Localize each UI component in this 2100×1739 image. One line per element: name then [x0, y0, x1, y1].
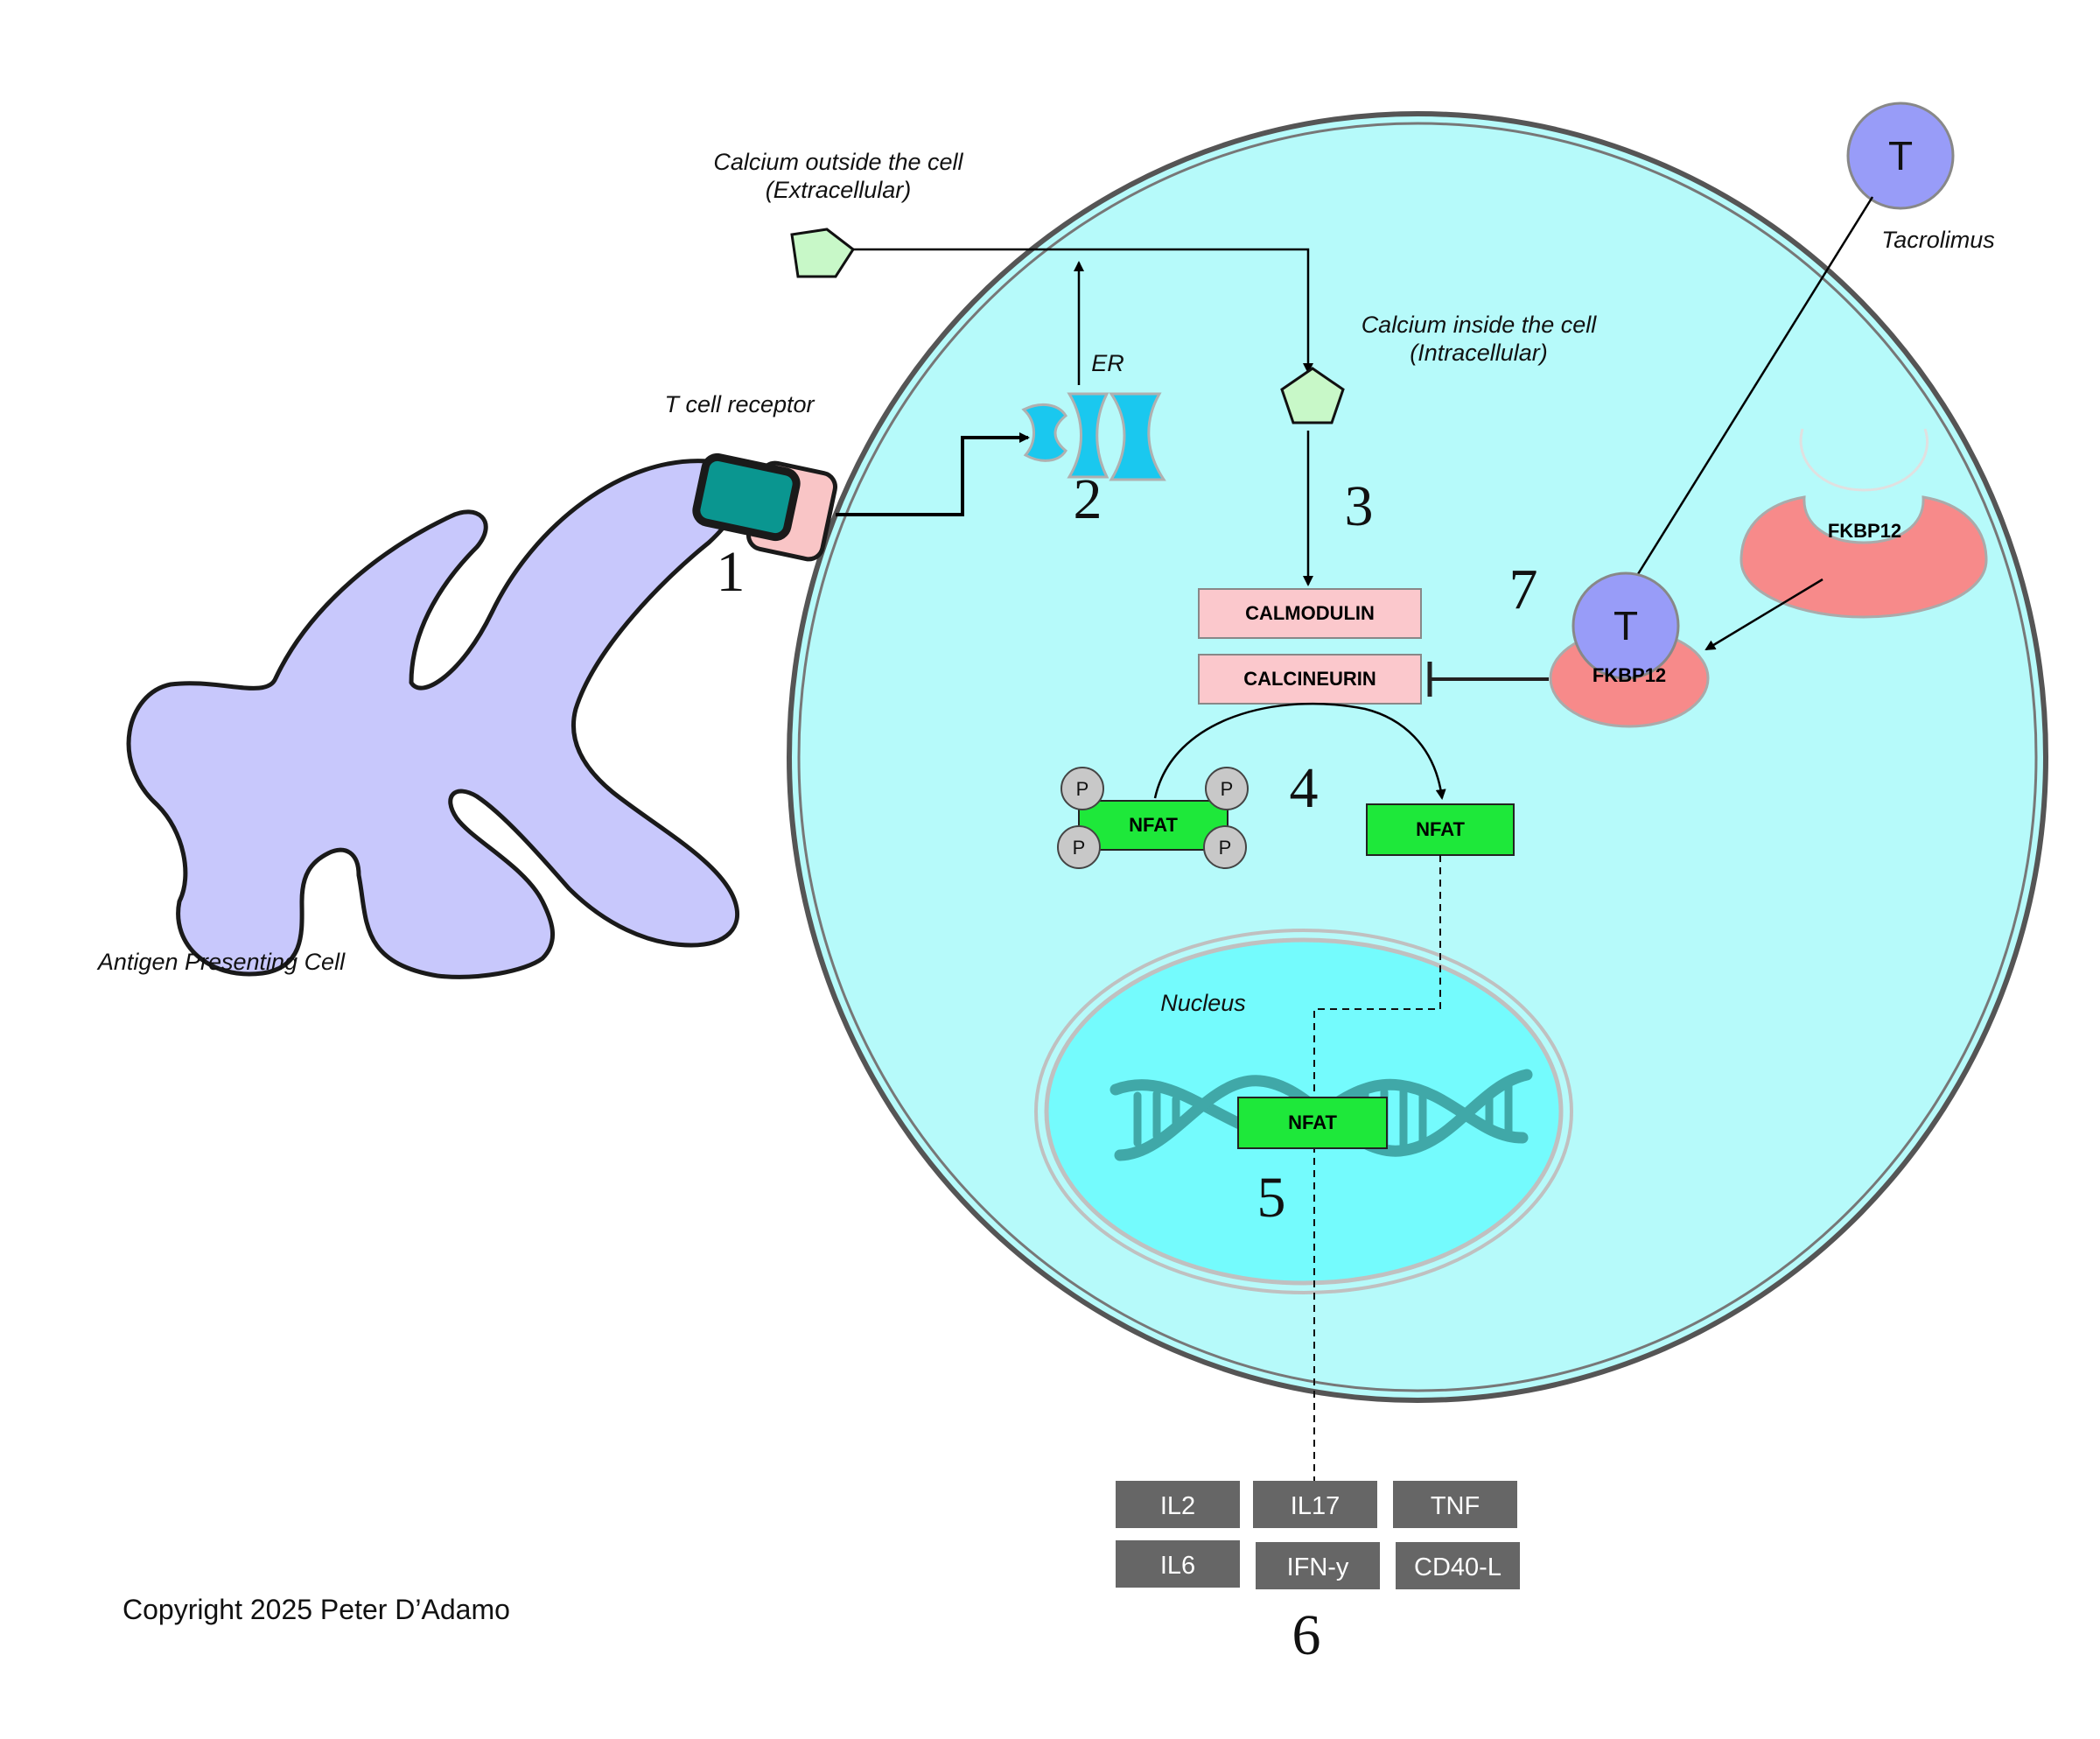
cytokine-box-il17 [1253, 1481, 1377, 1528]
nfat-phosphorylated-group: NFAT P P P P [1057, 767, 1249, 869]
nfat-phosphorylated-box [1078, 800, 1228, 851]
phosphate-bottom-right [1203, 825, 1247, 869]
cytokine-label: CD40-L [1414, 1553, 1502, 1581]
cytokine-label: IFN-y [1287, 1553, 1349, 1581]
tacrolimus-bound [1572, 571, 1680, 680]
arrow-fkbp12-binding [1704, 578, 1824, 651]
cytokine-label: IL2 [1160, 1492, 1195, 1520]
step-number-3: 3 [1345, 474, 1374, 538]
fkbp12-free-shape [1740, 495, 1988, 619]
arrow-dephosphorylation [1153, 702, 1446, 800]
nfat-nucleus-box [1237, 1097, 1388, 1149]
cytokine-box-cd40l [1396, 1542, 1520, 1589]
calcineurin-label: CALCINEURIN [1243, 668, 1376, 690]
calcium-outside-label-line1: Calcium outside the cell [713, 149, 963, 175]
er-middle-lobe [1067, 392, 1110, 479]
nfat-active-box [1366, 803, 1515, 856]
cytokine-label: IL6 [1160, 1552, 1195, 1580]
copyright-text: Copyright 2025 Peter D’Adamo [122, 1594, 510, 1625]
nfat-translocation-path [1313, 855, 1441, 1488]
receptor-teal-subunit [692, 452, 801, 542]
calmodulin-label: CALMODULIN [1245, 602, 1375, 624]
nucleus-label: Nucleus [1160, 990, 1246, 1016]
cytokine-box-il6 [1116, 1540, 1240, 1588]
cytokine-box-il2 [1116, 1481, 1240, 1528]
cytokine-label: TNF [1431, 1492, 1480, 1520]
antigen-presenting-cell-body [126, 459, 739, 979]
phosphate-bottom-left [1057, 825, 1101, 869]
fkbp12-free-pocket-rim [1799, 428, 1928, 492]
fkbp12-free-label: FKBP12 [1828, 520, 1901, 542]
nucleus-envelope-outer [1034, 929, 1573, 1294]
phosphate-top-left-label: P [1076, 778, 1089, 800]
calcium-intracellular-pentagon [1280, 367, 1345, 424]
step-number-4: 4 [1290, 756, 1319, 820]
tacrolimus-molecule [1846, 102, 1955, 210]
nfat-phosphorylated-label: NFAT [1129, 814, 1178, 836]
nfat-active-label: NFAT [1416, 818, 1465, 840]
step-number-2: 2 [1074, 467, 1102, 531]
er-left-lobe [1021, 403, 1068, 462]
step-number-5: 5 [1257, 1166, 1286, 1230]
phosphate-top-right [1205, 767, 1249, 810]
cytokine-grid: IL2 IL17 TNF IL6 IFN-y CD40-L [1116, 1481, 1520, 1589]
step-number-7: 7 [1509, 557, 1538, 621]
calcium-outside-label-line2: (Extracellular) [766, 177, 912, 203]
antigen-presenting-cell-label: Antigen Presenting Cell [96, 949, 346, 975]
tacrolimus-symbol: T [1888, 133, 1913, 179]
nfat-nucleus-label: NFAT [1288, 1111, 1337, 1133]
arrow-receptor-to-er [836, 432, 1030, 516]
phosphate-bottom-left-label: P [1073, 837, 1086, 859]
t-cell-membrane-inner [797, 122, 2038, 1392]
step-number-1: 1 [717, 540, 746, 604]
tacrolimus-label: Tacrolimus [1881, 227, 1995, 253]
cytokine-box-ifn [1256, 1542, 1380, 1589]
calcium-extracellular-pentagon [790, 228, 856, 278]
cytokine-box-tnf [1393, 1481, 1517, 1528]
calcium-inside-label-line1: Calcium inside the cell [1362, 312, 1598, 338]
t-cell-receptor-label: T cell receptor [664, 391, 815, 417]
arrow-tacrolimus-entry [1628, 196, 1874, 590]
cytokine-label: IL17 [1291, 1492, 1340, 1520]
calmodulin-box [1198, 588, 1422, 639]
phosphate-top-right-label: P [1221, 778, 1234, 800]
arrow-calcium-influx [853, 248, 1313, 374]
tacrolimus-fkbp12-complex: T FKBP12 [1549, 571, 1710, 728]
phosphate-top-left [1060, 767, 1104, 810]
t-cell-receptor [692, 452, 837, 562]
calcium-inside-label-line2: (Intracellular) [1410, 340, 1548, 366]
step-number-6: 6 [1292, 1603, 1321, 1667]
er-channel [1021, 392, 1166, 481]
phosphate-bottom-right-label: P [1219, 837, 1232, 859]
fkbp12-complex-label: FKBP12 [1592, 664, 1666, 686]
tacrolimus-bound-symbol: T [1614, 603, 1638, 649]
er-label: ER [1091, 350, 1124, 376]
fkbp12-free: FKBP12 [1740, 428, 1988, 619]
er-right-lobe [1109, 392, 1166, 481]
